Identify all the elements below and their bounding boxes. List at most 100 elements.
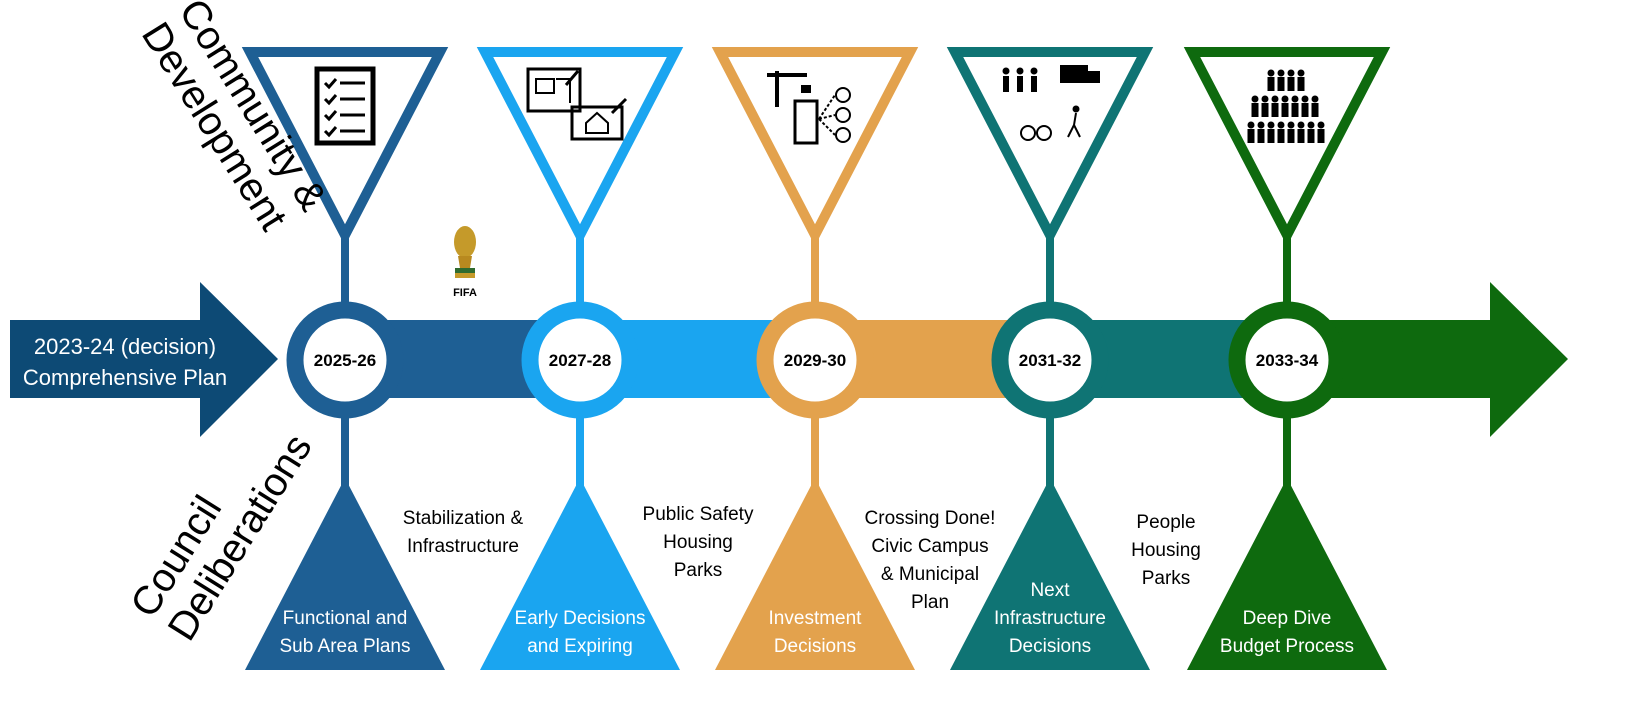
person-head — [1291, 95, 1299, 103]
year-circle — [521, 301, 639, 419]
bottom-triangle — [1187, 478, 1387, 670]
house-sheet — [570, 105, 624, 141]
top-triangle — [1183, 47, 1391, 246]
person-body — [1301, 103, 1309, 117]
timeline-end-arrow — [1287, 282, 1568, 437]
person-body — [1291, 103, 1299, 117]
person-node — [835, 107, 851, 123]
person-node — [835, 127, 851, 143]
person-body — [1251, 103, 1259, 117]
person-head — [1281, 95, 1289, 103]
bottom-connector — [576, 410, 584, 490]
between-note-line: Parks — [1142, 568, 1191, 589]
start-arrow-label: 2023-24 (decision)Comprehensive Plan — [23, 334, 227, 390]
check — [323, 78, 338, 90]
between-note-line: Civic Campus — [871, 536, 988, 557]
people-pyramid-icon — [1247, 69, 1325, 143]
person-body — [1257, 129, 1265, 143]
truck-cab — [1088, 71, 1100, 83]
world-cup-trophy-icon: FIFA — [453, 226, 477, 299]
milestone-description-line: Infrastructure — [994, 608, 1106, 629]
milestone-description-line: Budget Process — [1220, 636, 1354, 657]
start-arrow — [10, 282, 278, 437]
milestone-description-line: and Expiring — [527, 636, 633, 657]
person-head — [1301, 95, 1309, 103]
bottom-connector — [1046, 410, 1054, 490]
start-arrow-label-line: 2023-24 (decision) — [34, 334, 216, 359]
crane-hook — [801, 85, 811, 93]
blueprint-sheet — [526, 67, 582, 113]
person-body — [1247, 129, 1255, 143]
person-body — [1281, 103, 1289, 117]
top-triangle — [946, 47, 1154, 246]
between-note-line: Stabilization & — [403, 508, 524, 529]
person-body — [1267, 129, 1275, 143]
between-note-line: Crossing Done! — [865, 508, 996, 529]
milestone-2027-28: Early Decisions and Expiring 2027-28 — [476, 47, 684, 670]
year-circle — [1228, 301, 1346, 419]
pen — [564, 70, 580, 86]
milestone-description-line: Functional and — [283, 608, 408, 629]
year-label: 2027-28 — [549, 351, 611, 370]
check — [323, 110, 338, 122]
person-body — [1311, 103, 1319, 117]
person-head — [1016, 67, 1024, 75]
person-head — [1307, 121, 1315, 129]
person-head — [1311, 95, 1319, 103]
top-connector — [341, 230, 349, 310]
person-body — [1031, 76, 1037, 92]
milestone-description-line: Investment — [769, 608, 863, 629]
person-body — [1287, 77, 1295, 91]
person-body — [1307, 129, 1315, 143]
person-head — [1257, 121, 1265, 129]
person-head — [1277, 69, 1285, 77]
person-head — [1261, 95, 1269, 103]
between-note-line: Housing — [663, 532, 733, 553]
trophy-stem — [458, 256, 472, 268]
year-label: 2025-26 — [314, 351, 376, 370]
person-body — [1017, 76, 1023, 92]
bottom-connector — [811, 410, 819, 490]
person-body — [1277, 129, 1285, 143]
between-note-line: Parks — [674, 560, 723, 581]
person-body — [1277, 77, 1285, 91]
top-connector — [1046, 230, 1054, 310]
person-head — [1277, 121, 1285, 129]
person-body — [1297, 129, 1305, 143]
milestone-description-line: Early Decisions — [515, 608, 646, 629]
pencil — [610, 97, 628, 115]
person-body — [1317, 129, 1325, 143]
person-body — [1261, 103, 1269, 117]
between-note-line: Infrastructure — [407, 536, 519, 557]
top-connector — [576, 230, 584, 310]
person-head — [1297, 121, 1305, 129]
clipboard — [314, 66, 376, 146]
top-triangle — [476, 47, 684, 246]
person-body — [1267, 77, 1275, 91]
between-note-line: Housing — [1131, 540, 1201, 561]
between-note-line: & Municipal — [881, 564, 979, 585]
person-head — [1002, 67, 1010, 75]
person-body — [1287, 129, 1295, 143]
bike-wheel — [1020, 125, 1036, 141]
person-body — [1271, 103, 1279, 117]
milestone-description: Early Decisions and Expiring — [515, 608, 646, 657]
check — [323, 94, 338, 106]
person-head — [1297, 69, 1305, 77]
person-head — [1287, 69, 1295, 77]
walker-body — [1067, 112, 1081, 138]
person-body — [1297, 77, 1305, 91]
bottom-connector — [341, 410, 349, 490]
office-building — [793, 99, 819, 145]
between-note-line: People — [1136, 512, 1195, 533]
year-circle — [286, 301, 404, 419]
between-note: Stabilization & Infrastructure — [403, 508, 524, 557]
year-label: 2033-34 — [1256, 351, 1319, 370]
